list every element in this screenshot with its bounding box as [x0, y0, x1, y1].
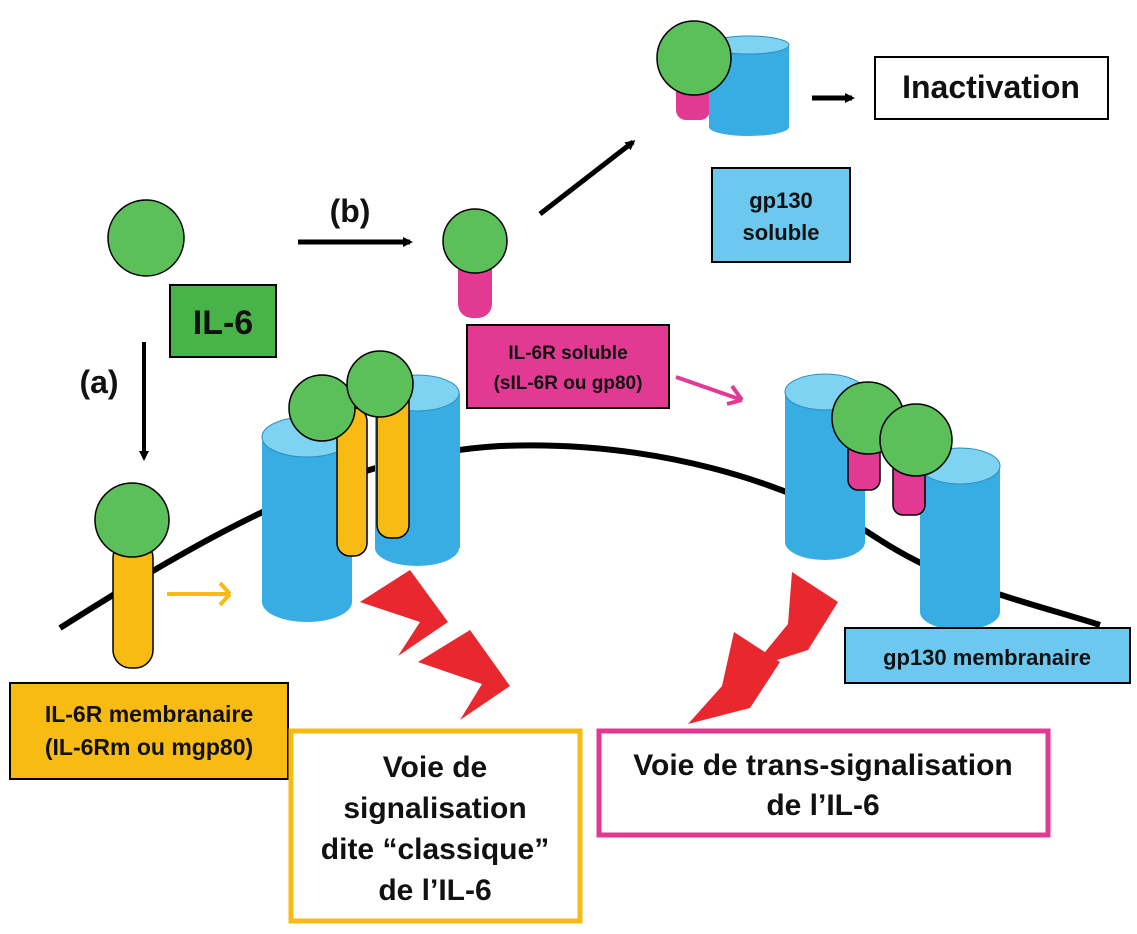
soluble-il6r-complex [442, 208, 508, 318]
il6r-soluble-label-line2: (sIL-6R ou gp80) [494, 373, 643, 394]
il6r-soluble-label-line1: IL-6R soluble [508, 343, 627, 364]
arrow-to-soluble-gp130 [538, 140, 636, 216]
il6-ligand-icon [656, 20, 732, 96]
il6r-membrane-label-line1: IL-6R membranaire [45, 701, 253, 727]
il6-ligand-icon [442, 208, 508, 274]
path-a-arrow: (a) [79, 342, 149, 461]
il6-ligand-icon [107, 199, 185, 277]
il6-label: IL-6 [193, 304, 253, 342]
signal-chevron-icon [360, 570, 448, 656]
gp130-soluble-label-line2: soluble [742, 220, 819, 245]
inactivation-label: Inactivation [902, 69, 1080, 105]
classic-pathway-label-line1: Voie de [383, 751, 487, 784]
gp130-membrane-label: gp130 membranaire [883, 645, 1091, 670]
soluble-gp130-complex [656, 20, 790, 136]
il6-box: IL-6 [169, 284, 277, 358]
classic-signal-chevrons [360, 570, 510, 720]
signal-chevron-icon [752, 572, 838, 668]
path-b-label: (b) [330, 193, 371, 229]
path-a-label: (a) [79, 364, 118, 400]
trans-pathway-label-line1: Voie de trans-signalisation [633, 749, 1013, 782]
classic-pathway-label-line4: de l’IL-6 [378, 874, 491, 907]
gp130-soluble-label-line1: gp130 [749, 188, 813, 213]
il6-ligand-icon [288, 374, 356, 442]
classic-signaling-complex [261, 350, 460, 622]
inactivation-box: Inactivation [874, 56, 1109, 120]
il6r-soluble-box: IL-6R soluble (sIL-6R ou gp80) [466, 324, 670, 409]
il6r-membrane-box: IL-6R membranaire (IL-6Rm ou mgp80) [9, 682, 289, 780]
il6-ligand-icon [94, 482, 170, 558]
trans-pathway-label-line2: de l’IL-6 [766, 789, 879, 822]
classic-pathway-label-line2: signalisation [343, 792, 526, 825]
gp130-membrane-box: gp130 membranaire [844, 627, 1131, 684]
trans-signal-chevrons [688, 572, 838, 724]
arrow-to-trans-signaling [675, 375, 744, 406]
il6-ligand-icon [346, 350, 414, 418]
path-b-arrow: (b) [298, 193, 413, 247]
il6-ligand-icon [879, 403, 953, 477]
arrow-to-classic-complex [167, 581, 232, 607]
classic-pathway-box: Voie de signalisation dite “classique” d… [288, 728, 583, 924]
il6r-receptor-icon [112, 539, 154, 669]
membrane-il6r-complex [94, 482, 170, 669]
trans-signaling-complex [784, 373, 1001, 630]
il6r-membrane-label-line2: (IL-6Rm ou mgp80) [45, 734, 253, 760]
trans-pathway-box: Voie de trans-signalisation de l’IL-6 [596, 728, 1051, 838]
signal-chevron-icon [688, 632, 780, 724]
gp130-soluble-box: gp130 soluble [711, 167, 851, 263]
classic-pathway-label-line3: dite “classique” [321, 833, 549, 866]
gp130-cylinder-icon [919, 447, 1001, 630]
signal-chevron-icon [418, 630, 510, 720]
